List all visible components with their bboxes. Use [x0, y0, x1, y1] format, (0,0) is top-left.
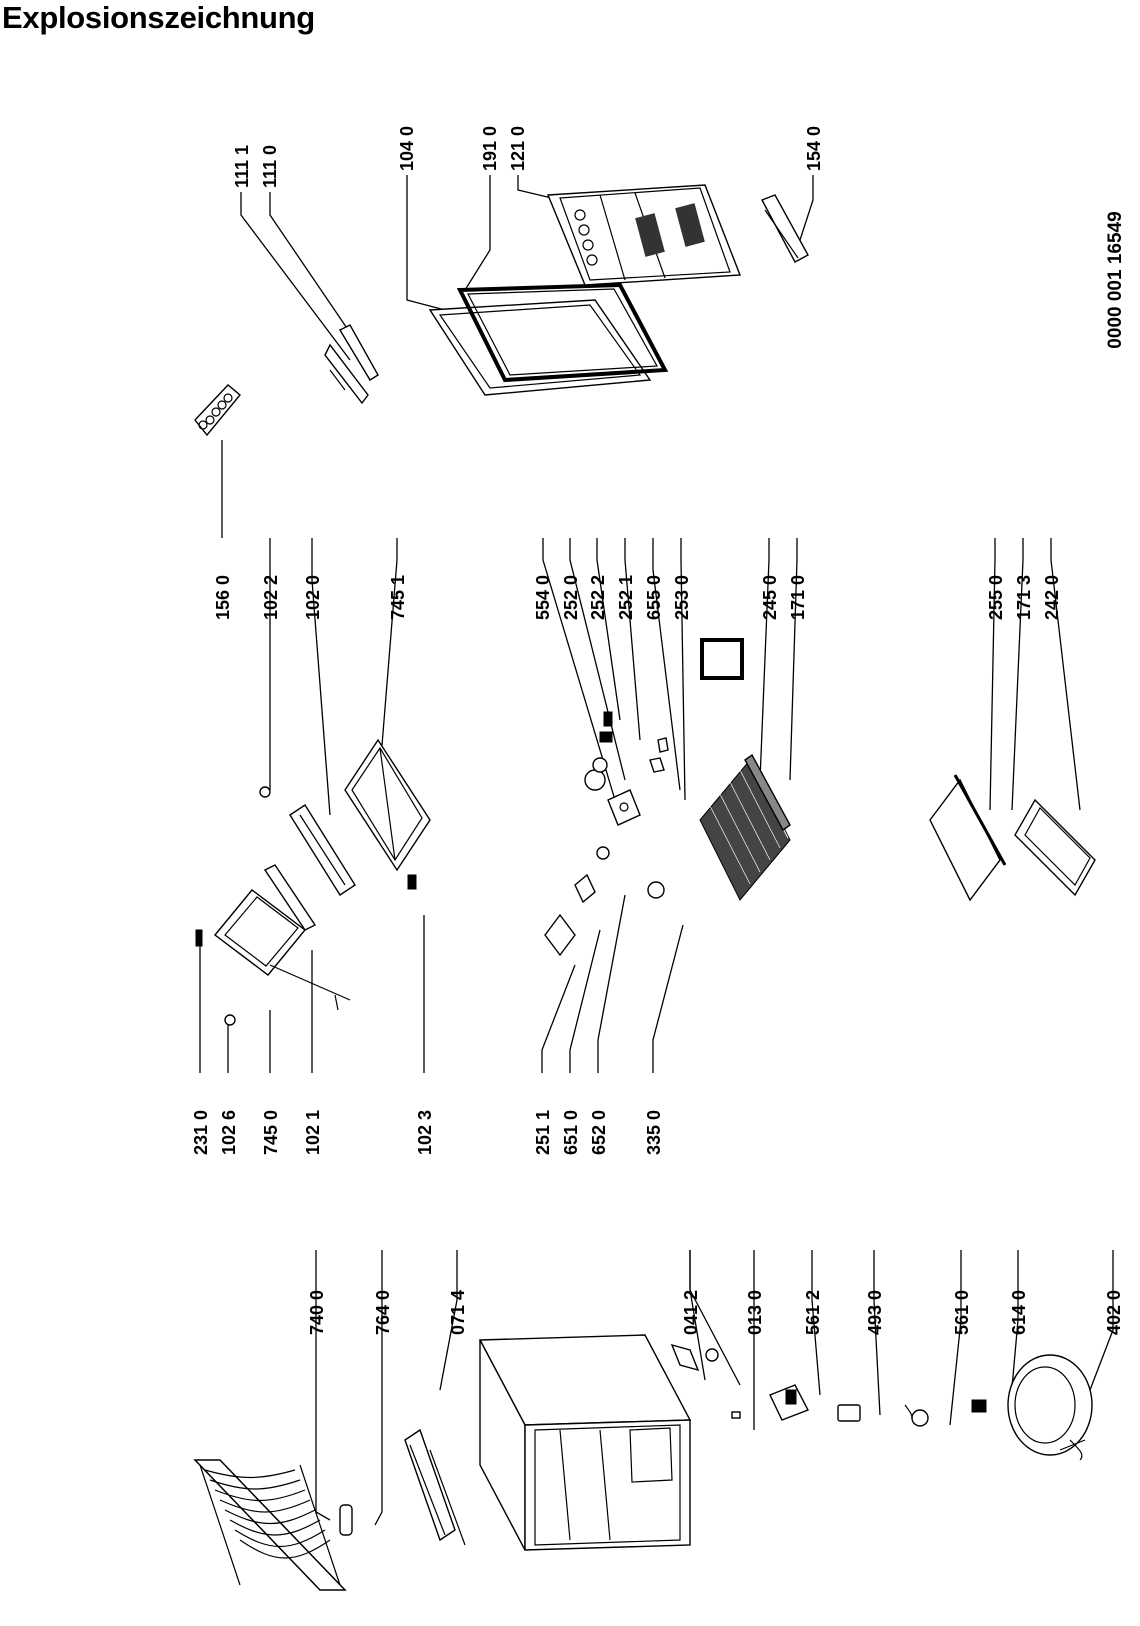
- part-label: 740 0: [307, 1290, 327, 1335]
- part-label: 554 0: [533, 575, 553, 620]
- shelf-strip-part: [263, 864, 317, 931]
- screw-part: [731, 1411, 741, 1419]
- part-label: 104 0: [397, 126, 417, 171]
- part-label: 255 0: [986, 575, 1006, 620]
- part-label: 402 0: [1104, 1290, 1124, 1335]
- part-label: 651 0: [561, 1110, 581, 1155]
- vegetable-drawer-part: [929, 774, 1096, 902]
- part-label: 335 0: [644, 1110, 664, 1155]
- cabinet-part: [429, 1334, 692, 1551]
- connector-part: [971, 1399, 987, 1413]
- part-label: 102 1: [303, 1110, 323, 1155]
- part-label: 561 0: [952, 1290, 972, 1335]
- overload-protector-part: [904, 1404, 929, 1427]
- shelf-bracket-part: [407, 874, 417, 890]
- lamp-cover-part: [700, 638, 744, 680]
- hinge-strip-part: [404, 1428, 456, 1542]
- relay-part: [769, 1384, 809, 1421]
- part-label: 251 1: [533, 1110, 553, 1155]
- part-label: 242 0: [1042, 575, 1062, 620]
- shelf-tray-part: [344, 738, 431, 872]
- part-label: 171 0: [788, 575, 808, 620]
- door-handle-part: [324, 324, 379, 405]
- part-label: 013 0: [745, 1290, 765, 1335]
- shelf-clip-part: [259, 786, 271, 798]
- part-label: 111 0: [260, 145, 280, 188]
- grid-strip-part: [744, 753, 791, 832]
- part-label: 171 3: [1014, 575, 1034, 620]
- capacitor-part: [837, 1404, 861, 1422]
- door-frame-part: [428, 282, 669, 396]
- part-label: 231 0: [191, 1110, 211, 1155]
- document-reference-number: 0000 001 16549: [1105, 211, 1126, 348]
- foot-part: [670, 1343, 719, 1372]
- door-shelf-part: [761, 194, 809, 263]
- part-label: 655 0: [644, 575, 664, 620]
- part-label: 156 0: [213, 575, 233, 620]
- knob-part: [647, 881, 665, 899]
- part-label: 245 0: [760, 575, 780, 620]
- part-label: 102 2: [261, 575, 281, 620]
- control-housing-part: [544, 846, 610, 957]
- compressor-part: [1007, 1354, 1093, 1461]
- part-label: 614 0: [1009, 1290, 1029, 1335]
- filter-drier-part: [339, 1504, 353, 1536]
- egg-tray-part: [194, 384, 241, 437]
- part-label: 111 1: [232, 145, 252, 188]
- page-title: Explosionszeichnung: [2, 0, 315, 35]
- part-label: 121 0: [508, 126, 528, 171]
- wire-grid-part: [699, 759, 791, 901]
- part-labels: 111 1 111 0 104 0 191 0 121 0 154 0 156 …: [191, 126, 1124, 1335]
- part-label: 071 4: [448, 1290, 468, 1335]
- condenser-part: [193, 1459, 347, 1591]
- freezer-compartment-part: [546, 184, 741, 286]
- part-label: 102 6: [219, 1110, 239, 1155]
- part-label: 252 2: [588, 575, 608, 620]
- part-label: 252 1: [616, 575, 636, 620]
- part-label: 252 0: [561, 575, 581, 620]
- part-label: 652 0: [589, 1110, 609, 1155]
- part-label: 191 0: [480, 126, 500, 171]
- part-label: 764 0: [373, 1290, 393, 1335]
- glass-shelf-part: [289, 804, 356, 896]
- crisper-drawer-part: [195, 889, 351, 1026]
- thermostat-part: [584, 711, 669, 826]
- part-label: 745 1: [388, 575, 408, 620]
- part-label: 154 0: [804, 126, 824, 171]
- part-label: 745 0: [261, 1110, 281, 1155]
- part-label: 102 3: [415, 1110, 435, 1155]
